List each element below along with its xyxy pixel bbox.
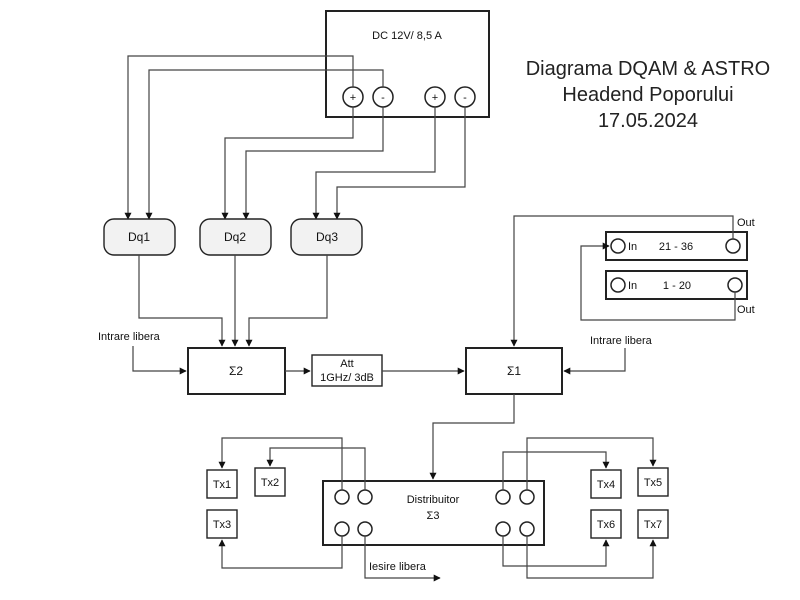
power-wire-dq2-plus bbox=[221, 107, 354, 220]
astro-unit-1-20-box bbox=[605, 270, 748, 300]
astro-unit-1-20-input-port bbox=[610, 277, 626, 293]
modulator-dq2-label: Dq2 bbox=[224, 230, 246, 244]
power-wire-dq1-minus bbox=[145, 69, 384, 220]
astro-unit-21-36-box bbox=[605, 231, 748, 261]
distributor: Distribuitor Σ3 bbox=[322, 480, 545, 546]
transmitter-tx7-label: Tx7 bbox=[644, 519, 662, 531]
distributor-port-right-top-1 bbox=[495, 489, 511, 505]
diagram-title-line-1: Diagrama DQAM & ASTRO bbox=[526, 58, 771, 80]
wire-distributor-to-tx6 bbox=[502, 536, 610, 567]
power-wire-dq3-plus bbox=[312, 107, 436, 220]
wire-astro-loop-1-20-to-21-36 bbox=[580, 242, 736, 321]
transmitter-tx1-box bbox=[206, 469, 238, 499]
distributor-port-left-bottom-2 bbox=[357, 521, 373, 537]
transmitter-tx2: Tx2 bbox=[254, 467, 286, 497]
astro-unit-1-20-out-label: Out bbox=[737, 304, 755, 316]
combiner-2-label: Σ2 bbox=[229, 364, 243, 378]
astro-unit-1-20-in-label: In bbox=[628, 280, 637, 292]
transmitter-tx2-box bbox=[254, 467, 286, 497]
combiner-2-box bbox=[187, 347, 286, 395]
wire-distributor-to-tx1 bbox=[218, 437, 343, 490]
psu-terminal-plus-1-label: + bbox=[350, 92, 356, 104]
astro-unit-1-20-output-port bbox=[727, 277, 743, 293]
attenuator-label-line-2: 1GHz/ 3dB bbox=[320, 372, 374, 384]
transmitter-tx7: Tx7 bbox=[637, 509, 669, 539]
distributor-sum-label: Σ3 bbox=[427, 510, 440, 522]
rf-wires-to-combiner-2 bbox=[138, 255, 328, 347]
combiner-1-free-input-wire bbox=[563, 348, 626, 375]
power-supply: DC 12V/ 8,5 A + - + - bbox=[325, 10, 490, 118]
wire-astro-out-to-combiner-1 bbox=[510, 215, 734, 347]
transmitter-tx3-box bbox=[206, 509, 238, 539]
transmitter-tx6: Tx6 bbox=[590, 509, 622, 539]
distributor-port-right-top-2 bbox=[519, 489, 535, 505]
astro-unit-21-36-in-label: In bbox=[628, 241, 637, 253]
distributor-port-right-bottom-2 bbox=[519, 521, 535, 537]
diagram-title-line-2: Headend Poporului bbox=[562, 84, 733, 106]
transmitter-tx4: Tx4 bbox=[590, 469, 622, 499]
wire-distributor-to-tx7 bbox=[526, 536, 657, 579]
distributor-port-left-top-2 bbox=[357, 489, 373, 505]
wire-combiner-1-to-distributor bbox=[429, 394, 515, 480]
transmitter-tx2-label: Tx2 bbox=[261, 477, 279, 489]
distributor-port-right-bottom-1 bbox=[495, 521, 511, 537]
power-supply-label: DC 12V/ 8,5 A bbox=[372, 30, 442, 42]
modulator-dq1-label: Dq1 bbox=[128, 230, 150, 244]
distributor-port-left-top-1 bbox=[334, 489, 350, 505]
distributor-label: Distribuitor bbox=[407, 494, 460, 506]
transmitter-tx5: Tx5 bbox=[637, 467, 669, 497]
combiner-2: Σ2 bbox=[187, 347, 286, 395]
transmitter-tx6-label: Tx6 bbox=[597, 519, 615, 531]
transmitter-tx1: Tx1 bbox=[206, 469, 238, 499]
wire-distributor-to-tx3 bbox=[218, 536, 343, 569]
wire-distributor-to-tx2 bbox=[266, 447, 366, 490]
power-wire-dq1-plus bbox=[124, 55, 354, 220]
astro-unit-1-20: In 1 - 20 bbox=[605, 270, 748, 300]
transmitter-tx5-label: Tx5 bbox=[644, 477, 662, 489]
transmitter-tx1-label: Tx1 bbox=[213, 479, 231, 491]
distribution-wires bbox=[218, 437, 657, 579]
astro-unit-21-36: In 21 - 36 bbox=[605, 231, 748, 261]
rf-wire-dq3 bbox=[245, 255, 328, 347]
distributor-free-output-wire bbox=[364, 536, 441, 582]
astro-unit-21-36-range: 21 - 36 bbox=[659, 241, 693, 253]
modulator-dq3-label: Dq3 bbox=[316, 230, 338, 244]
power-wire-dq3-minus bbox=[333, 107, 466, 220]
astro-unit-21-36-out-label: Out bbox=[737, 217, 755, 229]
psu-terminal-minus-1-label: - bbox=[381, 92, 385, 104]
psu-terminal-minus-2-label: - bbox=[463, 92, 467, 104]
attenuator-label-line-1: Att bbox=[340, 358, 353, 370]
power-wires bbox=[124, 55, 466, 220]
combiner-1-label: Σ1 bbox=[507, 364, 521, 378]
combiner-1-free-input-label: Intrare libera bbox=[590, 335, 653, 347]
transmitter-tx3-label: Tx3 bbox=[213, 519, 231, 531]
transmitter-tx7-box bbox=[637, 509, 669, 539]
diagram-date: 17.05.2024 bbox=[598, 110, 698, 132]
modulator-dq3: Dq3 bbox=[290, 218, 363, 256]
modulator-dq2: Dq2 bbox=[199, 218, 272, 256]
rf-wire-dq1 bbox=[138, 255, 226, 347]
combiner-2-free-input-label: Intrare libera bbox=[98, 331, 161, 343]
transmitter-tx5-box bbox=[637, 467, 669, 497]
distributor-free-output-label: Iesire libera bbox=[369, 561, 427, 573]
astro-unit-1-20-range: 1 - 20 bbox=[663, 280, 691, 292]
transmitter-tx6-box bbox=[590, 509, 622, 539]
modulator-dq1: Dq1 bbox=[103, 218, 176, 256]
transmitter-tx3: Tx3 bbox=[206, 509, 238, 539]
power-wire-dq2-minus bbox=[242, 107, 384, 220]
combiner-1-box bbox=[465, 347, 563, 395]
combiner-1: Σ1 bbox=[465, 347, 563, 395]
psu-terminal-plus-2-label: + bbox=[432, 92, 438, 104]
combiner-2-free-input-wire bbox=[132, 346, 187, 375]
wire-distributor-to-tx5 bbox=[526, 437, 657, 490]
attenuator: Att 1GHz/ 3dB bbox=[311, 354, 383, 387]
transmitter-tx4-box bbox=[590, 469, 622, 499]
transmitter-tx4-label: Tx4 bbox=[597, 479, 615, 491]
wire-distributor-to-tx4 bbox=[502, 451, 610, 490]
astro-unit-21-36-input-port bbox=[610, 238, 626, 254]
distributor-port-left-bottom-1 bbox=[334, 521, 350, 537]
astro-unit-21-36-output-port bbox=[725, 238, 741, 254]
